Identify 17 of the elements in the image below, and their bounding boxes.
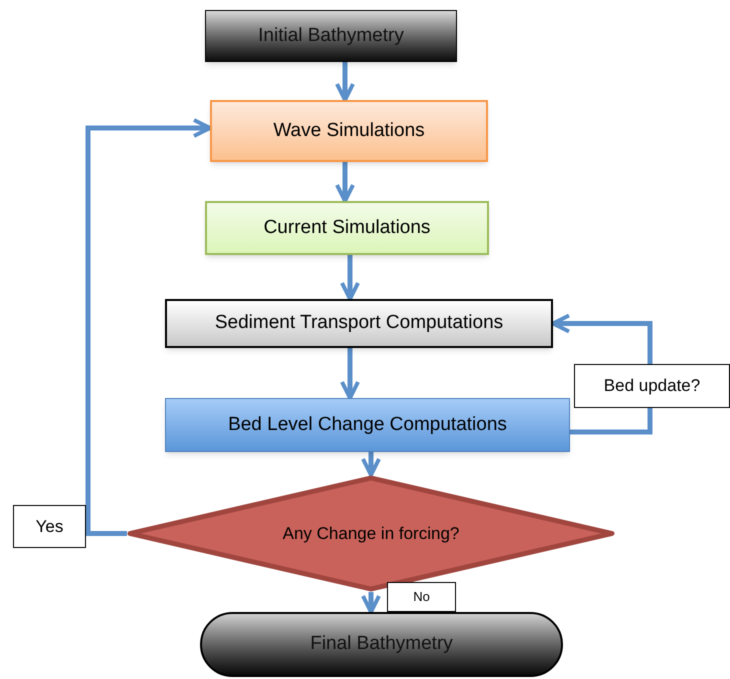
- arrow: [361, 452, 381, 477]
- arrow: [86, 118, 212, 536]
- process-box: Bed Level Change Computations: [165, 398, 570, 452]
- terminal-pill: Final Bathymetry: [200, 612, 563, 677]
- process-box: Current Simulations: [205, 201, 489, 255]
- arrow: [340, 348, 360, 400]
- edge-label: No: [387, 582, 456, 612]
- edge-label: Bed update?: [574, 364, 730, 408]
- edge-label: Yes: [13, 505, 86, 548]
- arrow: [335, 62, 355, 102]
- arrow: [361, 592, 381, 614]
- process-box: Wave Simulations: [210, 100, 488, 162]
- decision-label: Any Change in forcing?: [282, 522, 460, 545]
- start-box: Initial Bathymetry: [205, 10, 457, 62]
- arrow: [335, 162, 355, 203]
- arrow: [340, 255, 360, 301]
- process-box: Sediment Transport Computations: [165, 299, 553, 348]
